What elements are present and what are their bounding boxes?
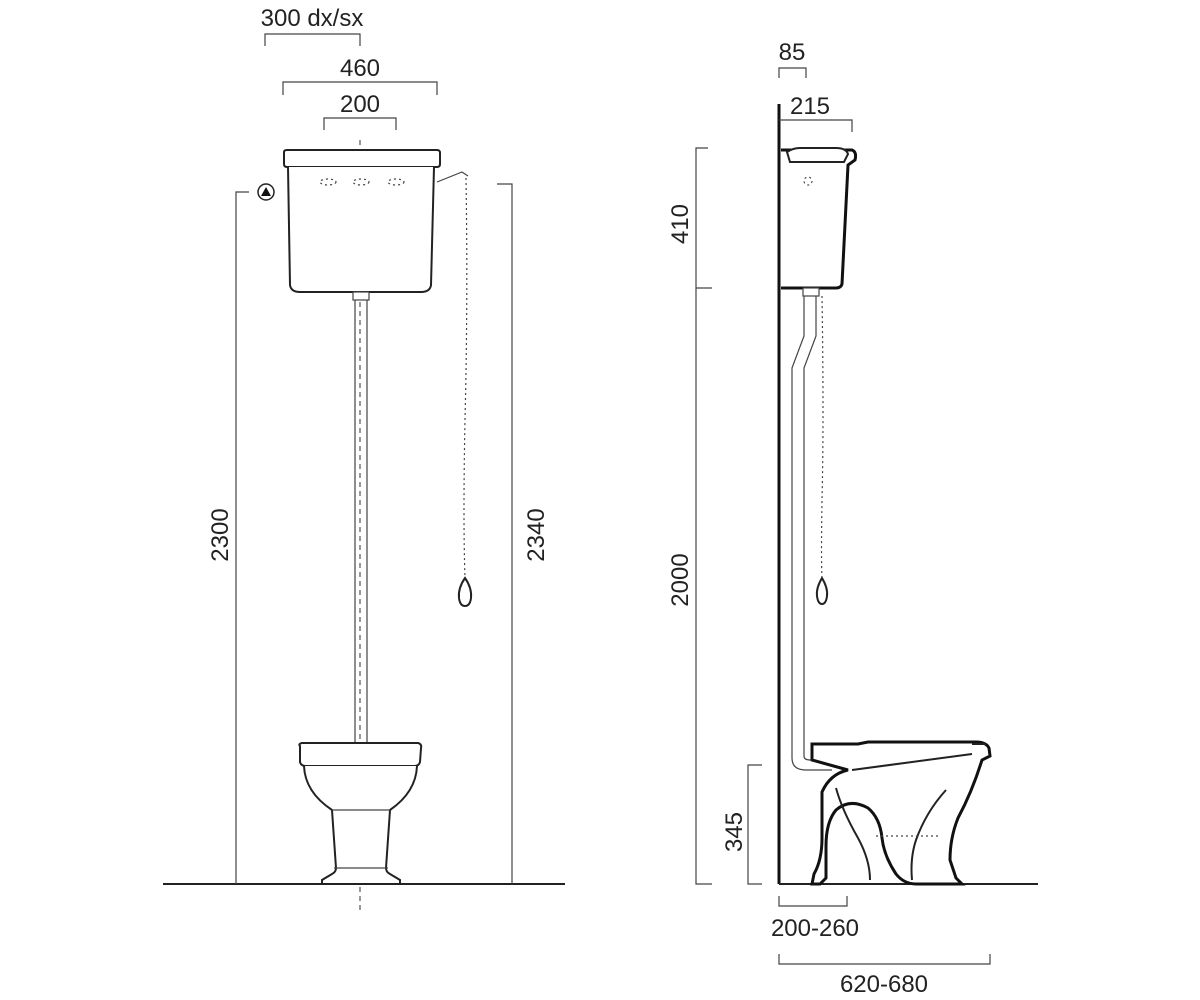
dim-pan-height: 345 <box>721 764 762 885</box>
dim-offset: 300 dx/sx <box>261 5 364 46</box>
dim-inner-width: 200 <box>323 91 397 130</box>
dim-outlet-range-label: 200-260 <box>771 915 859 942</box>
dim-height-right: 2340 <box>497 183 550 884</box>
front-flush-pipe <box>354 300 368 744</box>
dim-top-offset-label: 85 <box>779 39 806 66</box>
dim-cistern-width-label: 460 <box>340 55 380 82</box>
side-cistern <box>781 147 858 297</box>
dim-height-left: 2300 <box>207 183 275 884</box>
front-toilet-bowl <box>298 742 423 885</box>
side-view: 85 215 <box>667 39 1038 998</box>
dim-height-right-label: 2340 <box>523 508 550 561</box>
dim-height-left-label: 2300 <box>207 508 234 561</box>
side-flush-pipe <box>791 296 832 771</box>
front-view: 300 dx/sx 460 200 <box>163 5 565 912</box>
dim-cistern-width: 460 <box>282 55 438 95</box>
front-pull-chain <box>436 171 473 608</box>
dim-cistern-depth-label: 215 <box>790 93 830 120</box>
dim-projection-range-label: 620-680 <box>840 971 928 998</box>
dim-inner-width-label: 200 <box>340 91 380 118</box>
dim-mount-height: 2000 <box>667 288 712 885</box>
dim-pan-height-label: 345 <box>721 812 748 852</box>
dim-mount-height-label: 2000 <box>667 553 694 606</box>
dim-cistern-depth: 215 <box>779 93 853 132</box>
dim-outlet-range: 200-260 <box>771 896 859 942</box>
side-toilet-bowl <box>810 740 992 886</box>
side-pull-chain <box>815 295 829 606</box>
front-cistern <box>283 149 441 301</box>
dim-cistern-height-label: 410 <box>667 204 694 244</box>
dim-cistern-height: 410 <box>667 147 712 289</box>
dim-offset-label: 300 dx/sx <box>261 5 364 32</box>
dim-projection-range: 620-680 <box>778 954 991 998</box>
dim-top-offset: 85 <box>778 39 807 78</box>
